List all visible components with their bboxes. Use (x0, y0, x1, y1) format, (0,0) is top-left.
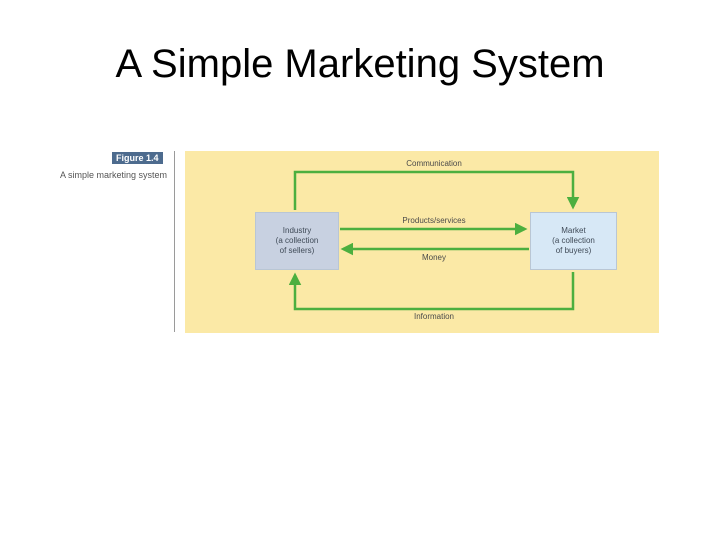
figure-number-badge: Figure 1.4 (112, 152, 163, 164)
market-box: Market (a collection of buyers) (530, 212, 617, 270)
market-subtitle-2: of buyers) (555, 246, 592, 255)
figure-divider (174, 151, 175, 332)
industry-subtitle-2: of sellers) (279, 246, 315, 255)
information-arrow (288, 272, 575, 311)
industry-title: Industry (282, 226, 312, 235)
figure-caption: A simple marketing system (60, 170, 168, 180)
marketing-system-diagram: Communication Products/services Money In… (185, 151, 659, 333)
industry-subtitle-1: (a collection (275, 236, 319, 245)
communication-label: Communication (406, 159, 462, 168)
industry-box: Industry (a collection of sellers) (255, 212, 339, 270)
market-title: Market (561, 226, 586, 235)
slide-title: A Simple Marketing System (115, 42, 605, 86)
flow-arrows (288, 170, 580, 311)
communication-arrow (293, 170, 580, 210)
market-subtitle-1: (a collection (552, 236, 595, 245)
information-label: Information (413, 312, 455, 321)
money-label: Money (421, 253, 447, 262)
products-services-label: Products/services (402, 216, 466, 225)
